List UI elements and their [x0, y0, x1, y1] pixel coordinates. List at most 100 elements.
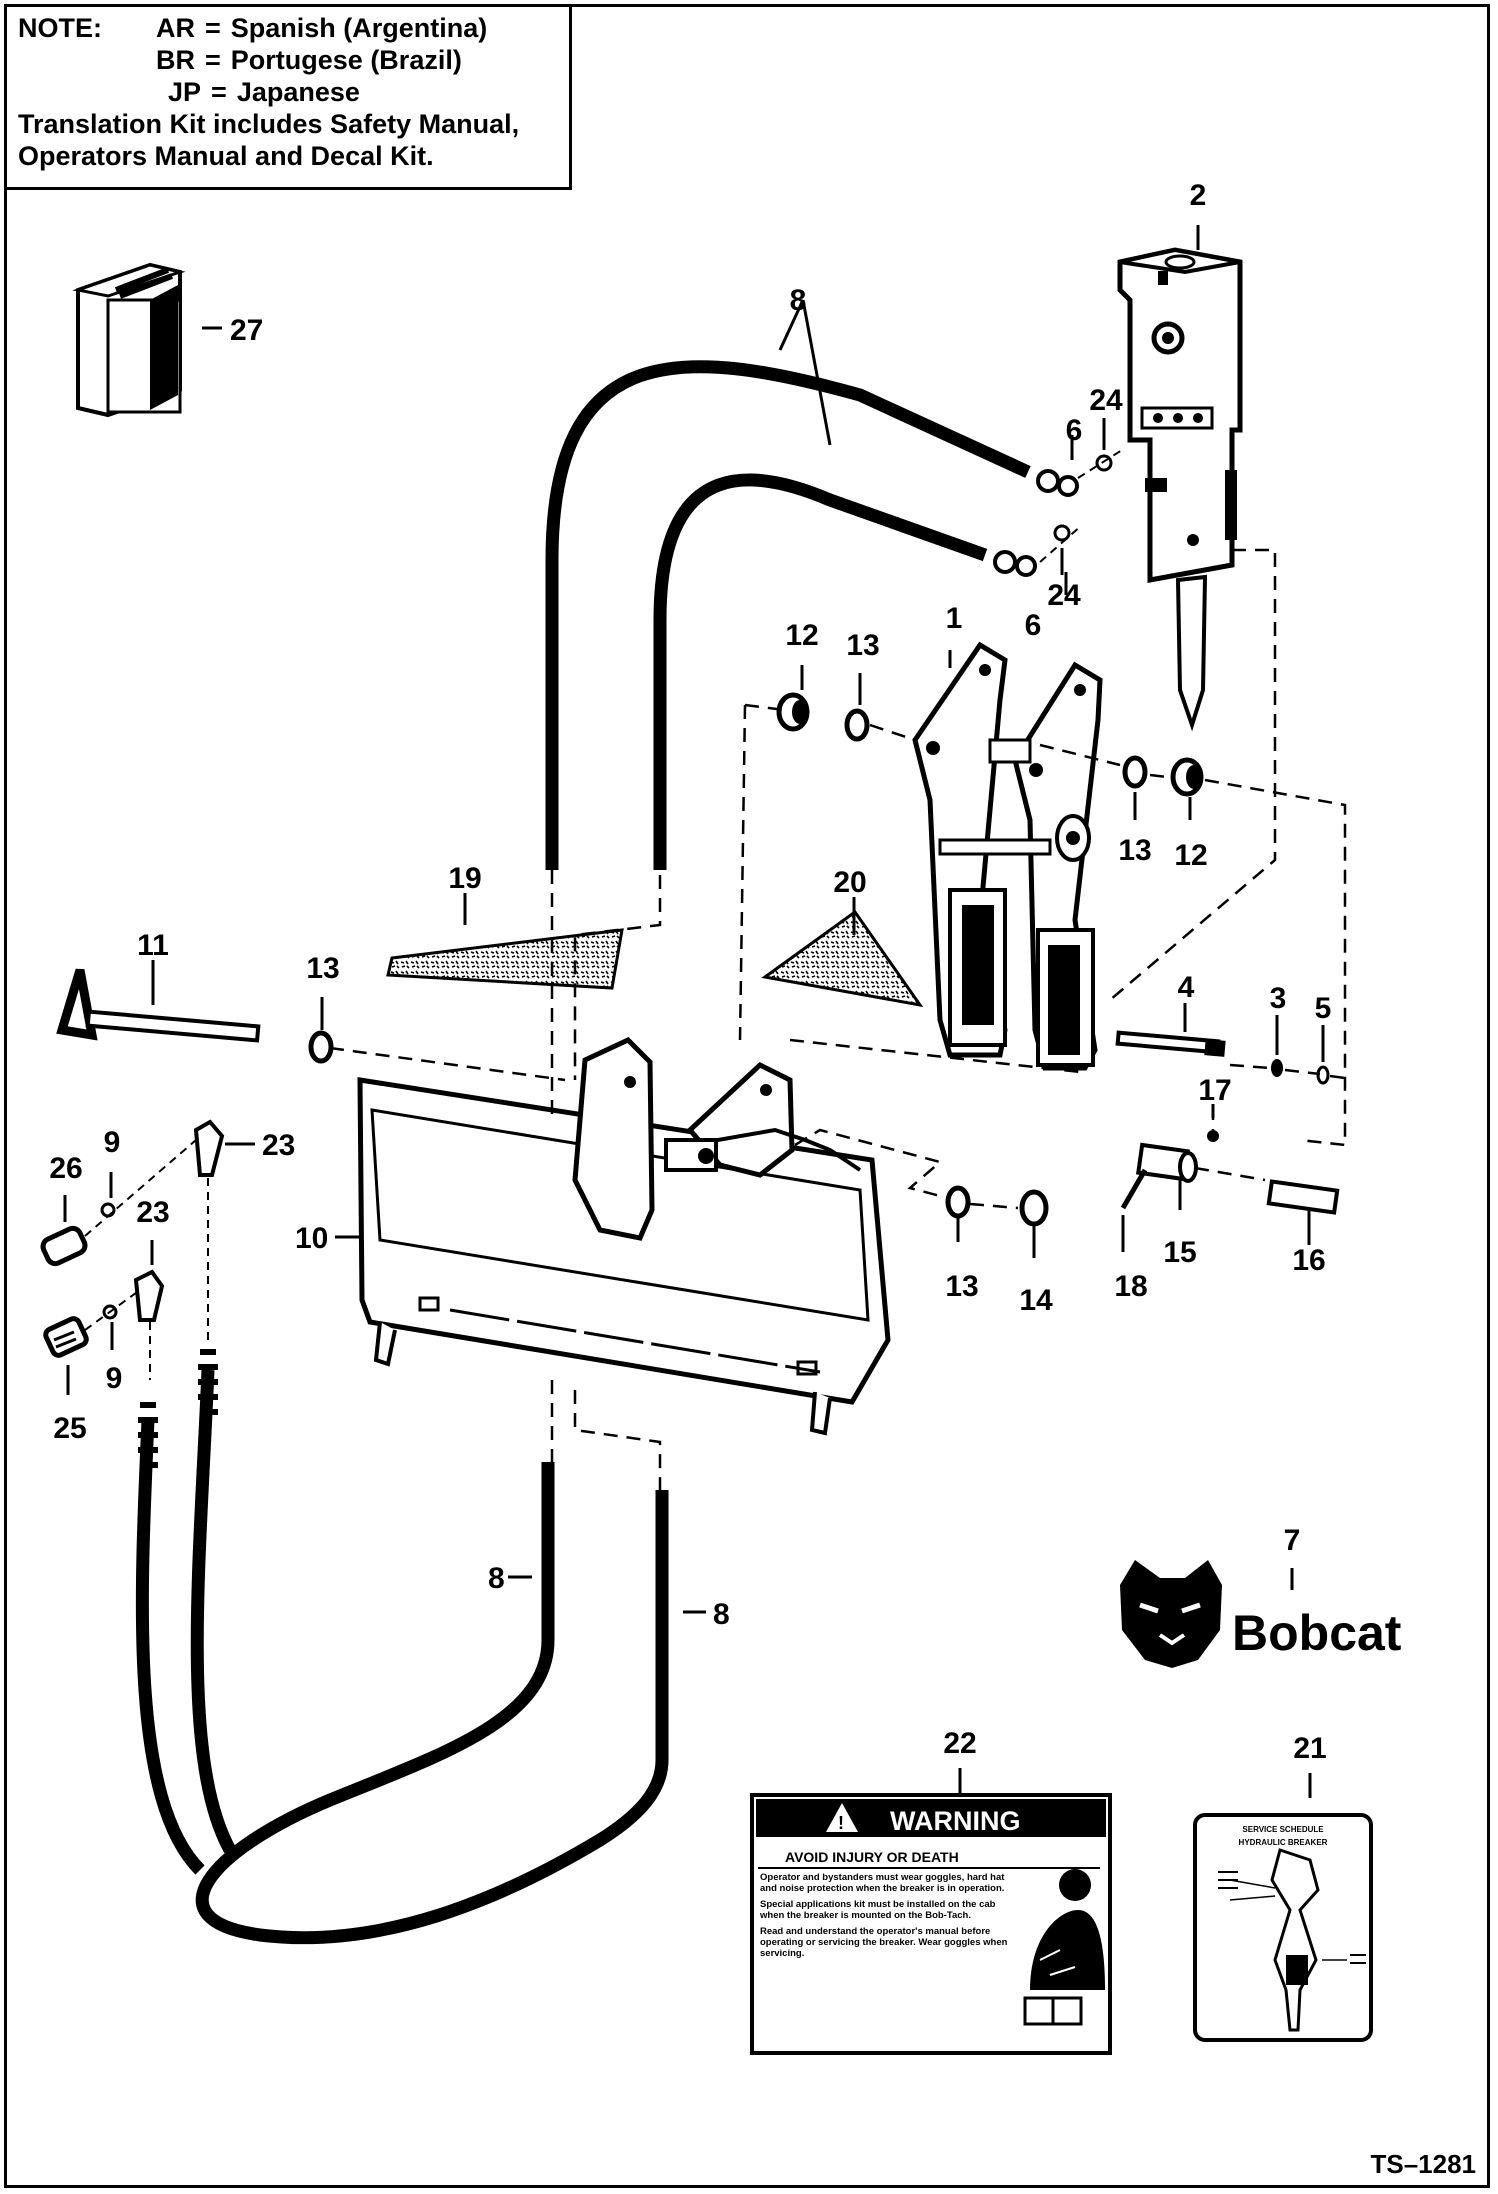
callout-14: 14 [1019, 1284, 1053, 1317]
callout-17: 17 [1198, 1074, 1231, 1107]
fitting-25 [43, 1316, 89, 1358]
o-ring-9-upper [100, 1202, 116, 1218]
callout-8-lower-left: 8 [488, 1562, 505, 1595]
callout-22: 22 [943, 1727, 976, 1760]
washer-13-right [1122, 755, 1148, 789]
note-lang-br: Portugese (Brazil) [230, 45, 462, 75]
callout-6-upper: 6 [1066, 414, 1083, 447]
note-row-jp: JP = Japanese [18, 76, 555, 108]
callout-13-pin: 13 [306, 952, 339, 985]
callout-25: 25 [53, 1412, 86, 1445]
callout-13-left: 13 [846, 629, 879, 662]
note-line-2: Operators Manual and Decal Kit. [18, 141, 434, 171]
callout-8-top: 8 [790, 284, 807, 317]
plate-spacer-top [988, 738, 1032, 764]
callout-12-right: 12 [1174, 839, 1207, 872]
note-row-br: BR = Portugese (Brazil) [156, 45, 462, 75]
pin-16 [1266, 1179, 1340, 1215]
hydraulic-hose-upper-outer [545, 360, 1031, 870]
callout-24-lower: 24 [1047, 579, 1081, 612]
svg-text:!: ! [838, 1813, 844, 1833]
callout-16: 16 [1292, 1244, 1325, 1277]
service-decal-line-1: SERVICE SCHEDULE [1242, 1825, 1324, 1834]
note-lang-jp: Japanese [236, 77, 360, 107]
note-code-ar: AR [156, 13, 195, 43]
service-decal-line-2: HYDRAULIC BREAKER [1239, 1838, 1328, 1847]
washer-13-left [844, 708, 870, 742]
o-ring-lower [1053, 524, 1071, 542]
callout-15: 15 [1163, 1236, 1196, 1269]
callout-10: 10 [295, 1222, 328, 1255]
warning-title: WARNING [890, 1806, 1021, 1836]
elbow-23-lower [133, 1269, 165, 1322]
washer-13-lower [945, 1185, 971, 1219]
mounting-plate-rear [1012, 661, 1103, 1071]
bob-tach-mount-frame [357, 1036, 891, 1436]
manual-book-icon [1023, 1996, 1083, 2026]
callout-1: 1 [946, 602, 963, 635]
callout-12-left: 12 [785, 619, 818, 652]
callout-11: 11 [137, 929, 169, 962]
callout-23-lower: 23 [136, 1196, 169, 1229]
callout-18: 18 [1114, 1270, 1147, 1303]
hose-fitting-upper [1036, 469, 1079, 497]
callout-3: 3 [1270, 982, 1287, 1015]
bushing-12-right [1170, 757, 1204, 797]
assembly-dash-lines [329, 548, 1347, 1490]
warning-subtitle: AVOID INJURY OR DEATH [785, 1849, 959, 1865]
grit-pad-20 [761, 909, 924, 1008]
bobcat-logo-decal-7: Bobcat [1120, 1560, 1402, 1668]
note-heading: NOTE: [18, 13, 102, 43]
washer-13-pin [308, 1030, 334, 1064]
note-code-br: BR [156, 45, 195, 75]
plate-spacer-middle [938, 838, 1052, 856]
callout-5: 5 [1315, 992, 1332, 1025]
callout-7: 7 [1284, 1524, 1301, 1557]
callout-6-lower: 6 [1025, 609, 1042, 642]
bushing-12-left [776, 692, 810, 732]
washer-3 [1271, 1059, 1283, 1077]
callout-9-lower: 9 [106, 1362, 123, 1395]
operator-figure-icon [1030, 1869, 1105, 1990]
bolt-18 [1120, 1168, 1148, 1210]
note-line-1: Translation Kit includes Safety Manual, [18, 109, 520, 139]
drawing-frame [4, 4, 1490, 2188]
elbow-23-upper [193, 1119, 225, 1177]
hydraulic-hose-lower-outer [195, 1462, 669, 1945]
callout-4: 4 [1178, 971, 1195, 1004]
callout-24-upper: 24 [1089, 384, 1123, 417]
callout-8-lower-right: 8 [713, 1598, 730, 1631]
grit-pad-19 [386, 928, 624, 990]
warning-bullet-1: Operator and bystanders must wear goggle… [760, 1872, 1005, 1894]
callout-23-upper: 23 [262, 1129, 295, 1162]
grease-fitting-17 [1207, 1130, 1219, 1142]
hose-fitting-lower [993, 550, 1037, 577]
pin-4 [1115, 1030, 1226, 1057]
hydraulic-breaker [1117, 247, 1243, 732]
translation-note-box: NOTE: AR = Spanish (Argentina) BR = Port… [4, 4, 572, 190]
hydraulic-hose-upper-inner [653, 473, 988, 870]
warning-decal-22: ! WARNING AVOID INJURY OR DEATH Operator… [750, 1793, 1112, 2055]
callout-leaders [63, 225, 1325, 1798]
hydraulic-hose-lower-fittings [135, 1349, 236, 1875]
breaker-sketch-icon [1218, 1848, 1366, 2032]
callout-13-right: 13 [1118, 834, 1151, 867]
translation-kit-box-27 [72, 262, 186, 418]
callout-13-lower: 13 [945, 1270, 978, 1303]
callout-2: 2 [1190, 179, 1207, 212]
callout-19: 19 [448, 862, 481, 895]
callout-20: 20 [833, 866, 866, 899]
o-ring-upper [1095, 454, 1113, 472]
warning-bullet-2: Special applications kit must be install… [760, 1899, 996, 1921]
note-row-ar: NOTE: AR = Spanish (Argentina) [18, 13, 488, 43]
bobcat-wordmark: Bobcat [1232, 1605, 1402, 1661]
callout-21: 21 [1293, 1732, 1326, 1765]
bushing-15 [1136, 1142, 1198, 1183]
warning-bullet-3: Read and understand the operator's manua… [760, 1926, 1008, 1959]
drawing-reference-number: TS–1281 [1370, 2149, 1476, 2179]
pin-11-with-handle [56, 968, 261, 1043]
callout-27: 27 [230, 314, 263, 347]
fitting-26 [40, 1225, 88, 1267]
note-code-jp: JP [168, 77, 202, 107]
